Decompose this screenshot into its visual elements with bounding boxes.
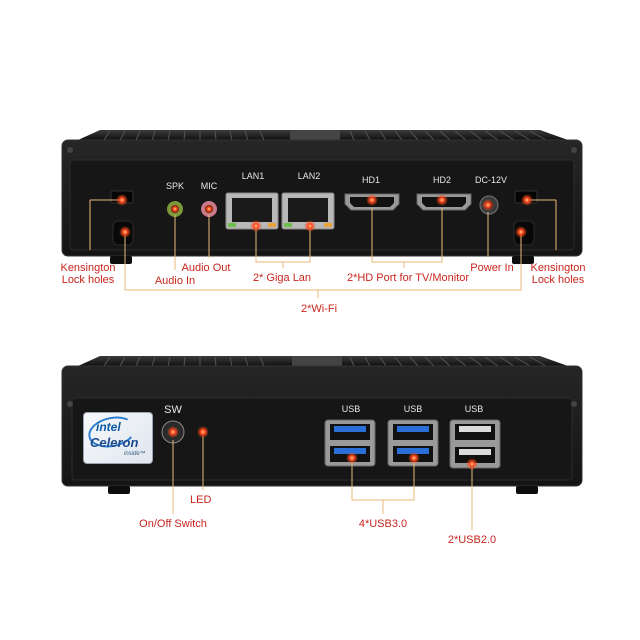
bottom-mini-pc: [61, 356, 583, 494]
port-label-usb-1: USB: [341, 404, 361, 414]
callout-power-in: Power In: [470, 262, 514, 274]
intel-celeron-badge: intel Celeron inside™: [83, 412, 153, 464]
bottom-leader-lines: [172, 436, 473, 530]
port-label-hd1: HD1: [361, 175, 381, 185]
usb3-ports: [324, 419, 439, 467]
usb2-ports: [449, 419, 501, 469]
port-label-lan1: LAN1: [241, 171, 265, 181]
port-label-lan2: LAN2: [297, 171, 321, 181]
callout-audio-out: Audio Out: [181, 262, 231, 274]
callout-kensington-left: Kensington Lock holes: [60, 262, 116, 286]
callout-kensington-right: Kensington Lock holes: [530, 262, 586, 286]
callout-wifi: 2*Wi-Fi: [300, 303, 338, 315]
callout-usb3: 4*USB3.0: [358, 518, 408, 530]
top-mini-pc: [61, 130, 583, 264]
callout-audio-in: Audio In: [154, 275, 196, 287]
top-callout-markers: [116, 194, 533, 238]
port-label-spk: SPK: [165, 181, 185, 191]
port-label-usb-3: USB: [464, 404, 484, 414]
callout-hd-port: 2*HD Port for TV/Monitor: [346, 272, 470, 284]
badge-model: Celeron: [90, 435, 139, 450]
badge-tag: inside™: [124, 451, 146, 457]
port-label-dc: DC-12V: [474, 175, 508, 185]
callout-usb2: 2*USB2.0: [447, 534, 497, 546]
callout-giga-lan: 2* Giga Lan: [252, 272, 312, 284]
lan1-port: [225, 192, 279, 230]
callout-led: LED: [190, 494, 212, 506]
bottom-callout-markers: [167, 426, 478, 470]
port-label-hd2: HD2: [432, 175, 452, 185]
port-label-sw: SW: [164, 404, 182, 416]
lan2-port: [281, 192, 335, 230]
top-leader-lines: [89, 199, 557, 298]
callout-on-off-switch: On/Off Switch: [139, 518, 207, 530]
badge-brand: intel: [96, 420, 121, 434]
port-label-mic: MIC: [200, 181, 218, 191]
port-label-usb-2: USB: [403, 404, 423, 414]
